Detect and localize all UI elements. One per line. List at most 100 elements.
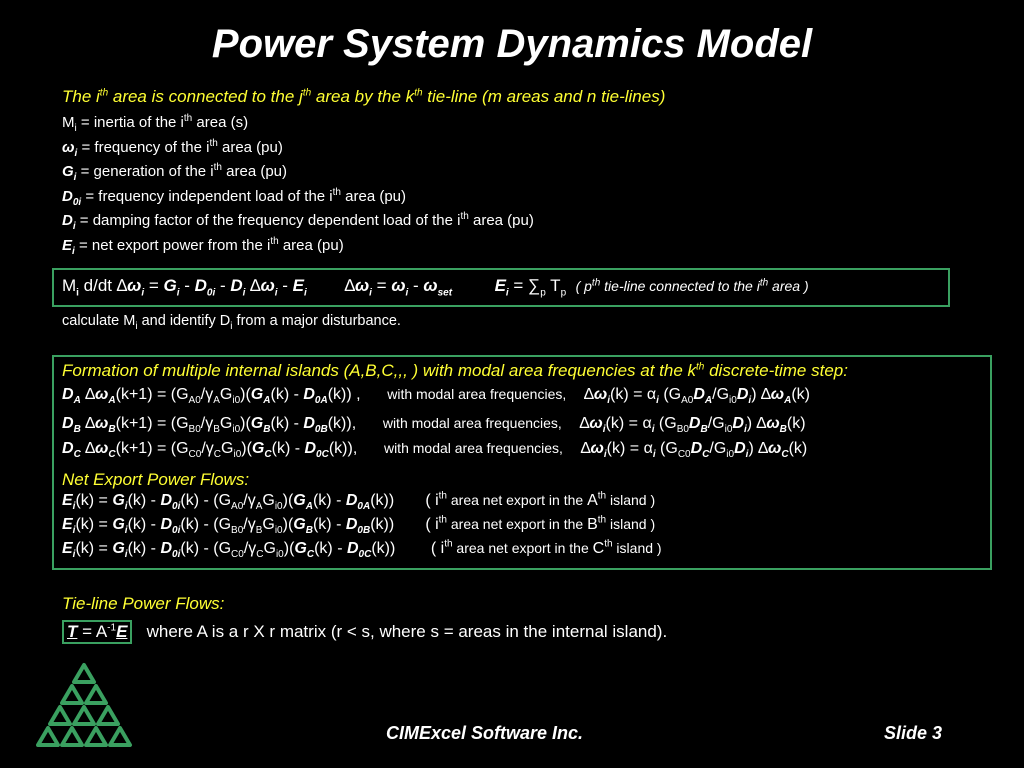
eq-part: E bbox=[292, 276, 304, 295]
eq-part: i bbox=[124, 501, 128, 513]
eq-part: ω bbox=[95, 415, 109, 432]
eq-part: A bbox=[320, 395, 328, 407]
eq-part: - bbox=[408, 276, 424, 295]
net-export-header: Net Export Power Flows: bbox=[62, 470, 250, 489]
eq-part: 0 bbox=[314, 424, 321, 436]
eq-part: (k) - (G bbox=[180, 540, 232, 557]
eq-part: 0 bbox=[687, 395, 694, 407]
def-sup: th bbox=[332, 186, 341, 198]
eq-part: (k)) bbox=[327, 386, 352, 403]
eq-part: B bbox=[255, 525, 263, 537]
eq-part: i bbox=[603, 449, 607, 461]
eq-part: D bbox=[160, 516, 173, 533]
tie-line-formula-box: T = A-1E bbox=[62, 620, 133, 644]
eq-part: D bbox=[160, 540, 173, 557]
def-symbol: ω bbox=[62, 138, 75, 156]
def-sup: th bbox=[209, 137, 218, 149]
eq-part: D bbox=[304, 440, 317, 457]
eq-part: (k+1) = (G bbox=[115, 415, 189, 432]
eq-part: - bbox=[215, 276, 231, 295]
net-export-c: Ei(k) = Gi(k) - D0i(k) - (GC0/γCGi0)(GC(… bbox=[62, 538, 662, 561]
slide-title: Power System Dynamics Model bbox=[211, 22, 813, 66]
eq-part: 0 bbox=[683, 424, 689, 436]
eq-part: (k) = bbox=[75, 516, 113, 533]
eq-part: i bbox=[369, 287, 372, 299]
eq-part: i bbox=[652, 449, 656, 461]
islands-header-sup: th bbox=[696, 361, 705, 373]
tie-line-header: Tie-line Power Flows: bbox=[62, 594, 225, 613]
def-symbol: E bbox=[62, 236, 73, 254]
eq-part: B bbox=[320, 424, 328, 436]
definition-export: Ei = net export power from the ith area … bbox=[62, 234, 534, 259]
eq-part: )( bbox=[282, 516, 294, 533]
eq-part: i0 bbox=[274, 525, 283, 537]
eq-part: -1 bbox=[107, 622, 117, 634]
eq-part: = A bbox=[77, 622, 108, 641]
calc-text: calculate M bbox=[62, 313, 136, 329]
eq-part: i0 bbox=[729, 395, 737, 407]
eq-part: C bbox=[108, 449, 116, 461]
eq-part: G bbox=[293, 516, 306, 533]
calc-sub: i bbox=[230, 320, 233, 332]
eq-part: A bbox=[305, 501, 313, 513]
tie-line-equation: T = A-1E where A is a r X r matrix (r < … bbox=[62, 620, 667, 644]
note-text: area net export in the bbox=[446, 492, 588, 508]
eq-part: T bbox=[67, 622, 78, 641]
eq-part: 0 bbox=[357, 525, 363, 537]
eq-part: B bbox=[779, 424, 787, 436]
eq-part: C bbox=[677, 449, 686, 461]
eq-part: - bbox=[179, 276, 195, 295]
eq-part: G bbox=[293, 492, 306, 509]
eq-part: B bbox=[213, 424, 220, 436]
def-text: = damping factor of the frequency depend… bbox=[75, 212, 461, 229]
eq-part: ω bbox=[770, 386, 785, 403]
eq-part: 0i bbox=[172, 501, 181, 513]
eq-part: A bbox=[231, 501, 238, 513]
eq-part: D bbox=[734, 440, 746, 457]
eq-part: = ∑ bbox=[508, 276, 541, 295]
eq-part: 0i bbox=[172, 549, 181, 561]
eq-part: i bbox=[745, 449, 749, 461]
eq-part: D bbox=[160, 492, 173, 509]
def-sup: th bbox=[213, 162, 222, 173]
eq-part: (k) bbox=[791, 386, 810, 403]
eq-part: A bbox=[704, 395, 713, 407]
intro-sup: th bbox=[414, 87, 423, 99]
eq-part: C bbox=[73, 449, 81, 461]
eq-part: i bbox=[743, 424, 747, 436]
eq-part: i bbox=[242, 287, 246, 299]
definition-inertia: Mi = inertia of the ith area (s) bbox=[62, 111, 534, 136]
def-text: = net export power from the i bbox=[74, 236, 271, 254]
def-text: = frequency independent load of the i bbox=[81, 187, 333, 205]
eq-part: (k+1) = (G bbox=[115, 440, 189, 457]
note-text: ( i bbox=[425, 516, 439, 533]
eq-part: (k) = α bbox=[605, 415, 652, 432]
calculate-note: calculate Mi and identify Di from a majo… bbox=[62, 313, 401, 332]
eq-part: i0 bbox=[275, 549, 284, 561]
eq-part: i bbox=[602, 424, 606, 436]
def-text: = frequency of the i bbox=[77, 138, 210, 156]
eq-part: (k)) bbox=[371, 540, 396, 557]
eq-part: B bbox=[188, 424, 196, 436]
note-sup: th bbox=[444, 538, 453, 550]
eq-part: /γ bbox=[200, 415, 214, 432]
eq-part: 0 bbox=[195, 449, 202, 461]
eq-part: ω bbox=[391, 276, 406, 295]
eq-part: p bbox=[560, 287, 567, 299]
mode-text: with modal area frequencies, bbox=[382, 415, 562, 431]
eq-part: C bbox=[781, 449, 789, 461]
eq-part: (k)) bbox=[327, 415, 352, 432]
eq-part: (k) - bbox=[270, 415, 304, 432]
eq-part: G bbox=[112, 540, 125, 557]
note-text: island ) bbox=[612, 540, 662, 556]
eq-part: (k) - bbox=[127, 492, 161, 509]
eq-part: i bbox=[141, 287, 145, 299]
eq-note: area ) bbox=[768, 278, 809, 294]
swing-equation: Mi d/dt ∆ωi = Gi - D0i - Di ∆ωi - Ei ∆ωi… bbox=[62, 276, 809, 299]
eq-part: E bbox=[494, 276, 506, 295]
eq-part: (k)) bbox=[328, 440, 353, 457]
eq-part: A bbox=[681, 395, 688, 407]
intro-text: area by the k bbox=[311, 87, 415, 106]
def-sup: th bbox=[270, 235, 279, 247]
eq-part: /γ bbox=[243, 540, 257, 557]
